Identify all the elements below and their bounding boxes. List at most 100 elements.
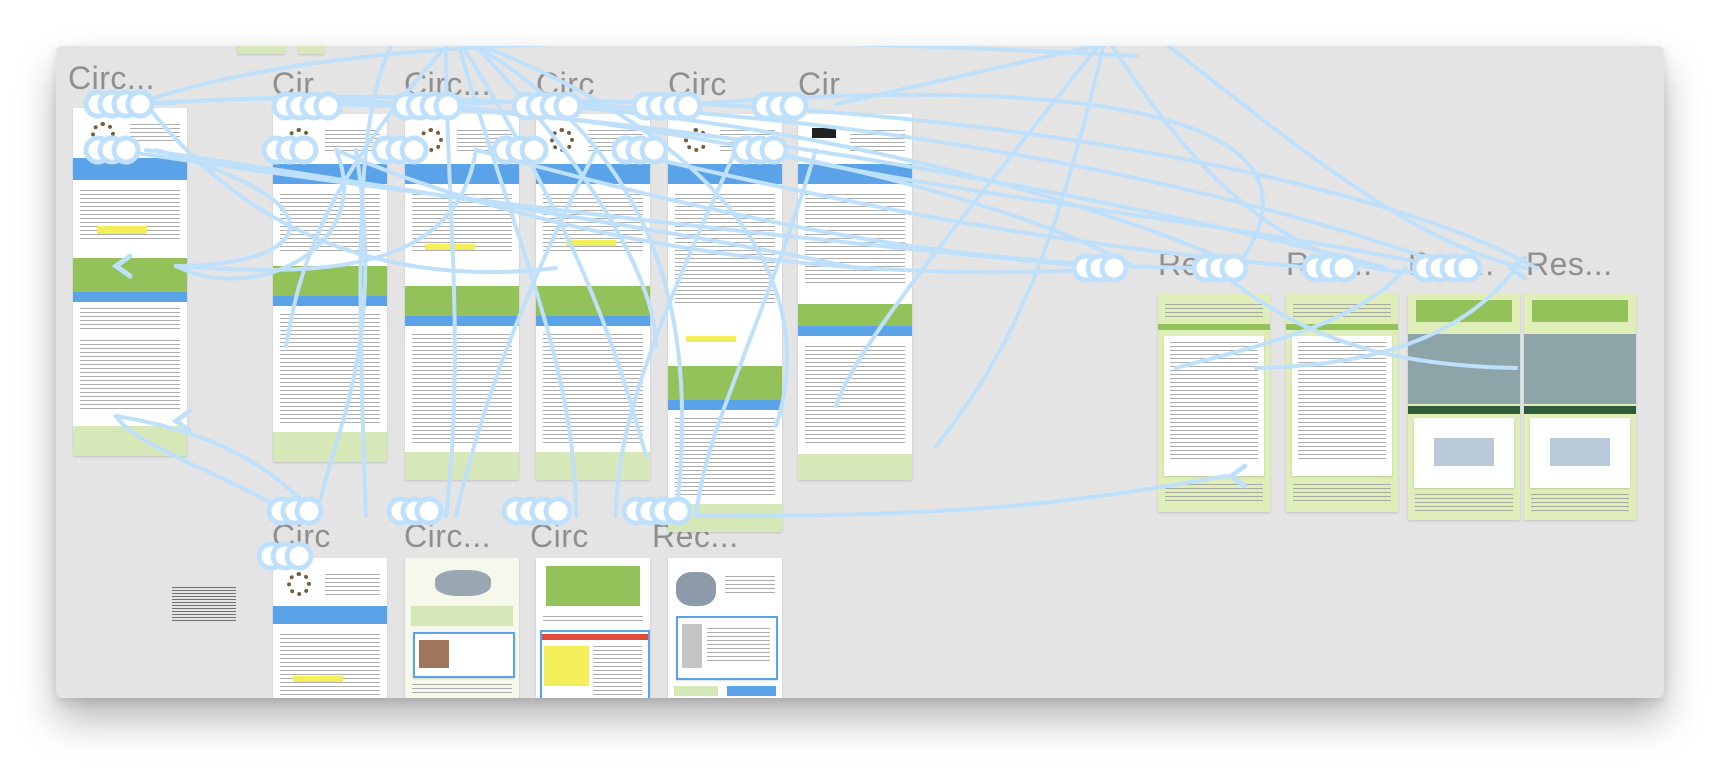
frame-thumbnail[interactable] xyxy=(405,114,519,480)
hotspot-circle-icon[interactable] xyxy=(543,496,573,526)
connector-line[interactable] xyxy=(114,414,298,518)
highlight-row xyxy=(686,336,736,342)
card-image xyxy=(682,624,702,668)
highlight-row xyxy=(425,244,475,250)
connector-line[interactable] xyxy=(614,148,738,518)
photo-collage xyxy=(435,570,491,596)
partial-frame-top[interactable] xyxy=(237,46,285,54)
hotspot-circle-icon[interactable] xyxy=(289,135,319,165)
text-lines xyxy=(1292,304,1392,318)
highlight-card xyxy=(411,606,513,626)
text-lines xyxy=(411,684,513,694)
frame-thumbnail[interactable] xyxy=(536,114,650,480)
hotspot-circle-icon[interactable] xyxy=(111,135,141,165)
frame-thumbnail[interactable] xyxy=(273,558,387,698)
text-lines xyxy=(279,634,381,698)
text-lines xyxy=(325,574,381,596)
frame-thumbnail[interactable] xyxy=(73,108,187,456)
connector-line[interactable] xyxy=(114,148,1108,270)
nav-bar xyxy=(536,164,650,184)
connector-line[interactable] xyxy=(144,148,858,270)
hotspot-circle-icon[interactable] xyxy=(553,91,583,121)
hotspot-circle-icon[interactable] xyxy=(313,91,343,121)
connector-line[interactable] xyxy=(834,46,1216,106)
hotspot-circle-icon[interactable] xyxy=(639,135,669,165)
hotspot-circle-icon[interactable] xyxy=(294,496,324,526)
photo-grid xyxy=(1524,334,1636,404)
hotspot-circle-icon[interactable] xyxy=(1329,253,1359,283)
text-lines xyxy=(1530,494,1630,514)
red-header xyxy=(542,634,648,640)
blue-banner xyxy=(798,326,912,336)
image-card xyxy=(413,632,515,678)
connector-line[interactable] xyxy=(1106,46,1478,275)
frame-thumbnail[interactable] xyxy=(1408,294,1520,520)
text-lines xyxy=(804,346,906,446)
connector-line[interactable] xyxy=(456,46,578,518)
text-lines xyxy=(1164,304,1264,318)
connector-line[interactable] xyxy=(1214,266,1518,370)
connector-line[interactable] xyxy=(1174,266,1408,370)
card-image xyxy=(419,640,449,668)
connector-line[interactable] xyxy=(1254,266,1518,370)
hotspot-circle-icon[interactable] xyxy=(125,89,155,119)
prototype-canvas[interactable]: Circ... Cir Circ... Circ Circ Cir Res...… xyxy=(56,46,1664,698)
connector-line[interactable] xyxy=(154,148,292,268)
frame-thumbnail[interactable] xyxy=(668,558,782,698)
partial-frame-top-2[interactable] xyxy=(298,46,324,54)
hotspot-circle-icon[interactable] xyxy=(673,91,703,121)
frame-thumbnail[interactable] xyxy=(536,558,650,698)
footer xyxy=(674,686,719,696)
text-lines xyxy=(592,646,642,696)
hotspot-circle-icon[interactable] xyxy=(519,135,549,165)
connector-line[interactable] xyxy=(114,414,318,518)
hotspot-circle-icon[interactable] xyxy=(663,496,693,526)
content-panel xyxy=(1530,418,1630,488)
highlight-row xyxy=(97,226,147,234)
green-banner xyxy=(73,258,187,292)
hotspot-circle-icon[interactable] xyxy=(1219,253,1249,283)
hotspot-circle-icon[interactable] xyxy=(399,135,429,165)
connector-line[interactable] xyxy=(694,474,1228,518)
connector-line[interactable] xyxy=(454,148,598,518)
hotspot-circle-icon[interactable] xyxy=(1453,253,1483,283)
frame-title[interactable]: Res... xyxy=(1526,246,1613,282)
hotspot-circle-icon[interactable] xyxy=(759,135,789,165)
connector-line[interactable] xyxy=(574,102,1458,270)
connector-line[interactable] xyxy=(834,46,1106,408)
connector-line[interactable] xyxy=(694,92,1265,270)
frame-thumbnail[interactable] xyxy=(1524,294,1636,520)
connector-line[interactable] xyxy=(134,46,1138,106)
connector-line[interactable] xyxy=(154,94,1248,270)
connector-line[interactable] xyxy=(334,148,1118,275)
connector-line[interactable] xyxy=(456,46,789,428)
green-header xyxy=(1416,300,1512,322)
text-lines xyxy=(1170,342,1258,462)
connector-line[interactable] xyxy=(1156,46,1528,270)
text-lines xyxy=(1292,484,1392,504)
blue-banner xyxy=(273,296,387,306)
frame-thumbnail[interactable] xyxy=(405,558,519,698)
hotspot-circle-icon[interactable] xyxy=(414,496,444,526)
connector-line[interactable] xyxy=(934,46,1106,448)
text-lines xyxy=(279,314,381,424)
hotspot-circle-icon[interactable] xyxy=(433,91,463,121)
prototype-connections xyxy=(83,46,1538,571)
highlight-block xyxy=(544,646,589,686)
footer xyxy=(405,452,519,480)
connector-line[interactable] xyxy=(694,148,818,518)
text-lines xyxy=(674,418,776,498)
connector-line[interactable] xyxy=(314,102,1388,270)
green-banner xyxy=(546,566,640,606)
connector-line[interactable] xyxy=(314,148,368,518)
connector-line[interactable] xyxy=(144,102,558,274)
connector-line[interactable] xyxy=(754,148,1448,270)
text-lines xyxy=(707,628,771,664)
hotspot-circle-icon[interactable] xyxy=(284,541,314,571)
hotspot-circle-icon[interactable] xyxy=(1099,253,1129,283)
text-lines xyxy=(1414,494,1514,514)
hotspot-circle-icon[interactable] xyxy=(779,91,809,121)
nav-bar xyxy=(405,164,519,184)
canvas-notes[interactable] xyxy=(172,587,236,621)
image-strip xyxy=(1524,406,1636,414)
